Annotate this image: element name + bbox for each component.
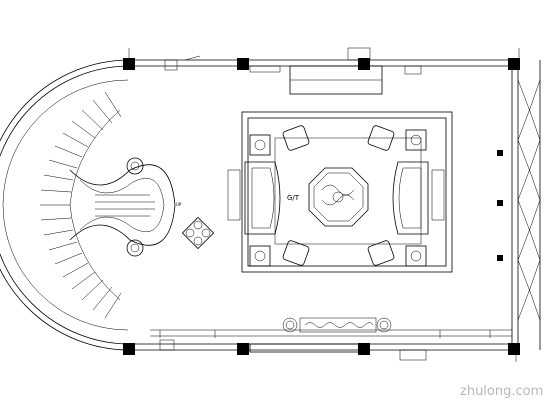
central-stair-landing: UP [69, 157, 182, 257]
dimension-marks [159, 330, 491, 338]
corner-tables [249, 129, 427, 267]
stair-treads [40, 91, 122, 319]
top-wall-details [164, 47, 422, 95]
right-bay-arches [497, 60, 541, 350]
room-frame [241, 111, 453, 273]
compass-ornament [181, 216, 215, 250]
sofas [227, 161, 445, 235]
central-octagon-rug: G/T [287, 167, 369, 227]
stair-mark: UP [176, 202, 182, 207]
curved-stair-wall [0, 59, 131, 351]
watermark-text: zhulong.com [460, 384, 543, 399]
columns [123, 58, 520, 355]
armchairs [282, 125, 395, 266]
exterior-walls [128, 48, 520, 362]
bottom-wall-details [150, 317, 512, 361]
center-mark: G/T [287, 194, 300, 202]
